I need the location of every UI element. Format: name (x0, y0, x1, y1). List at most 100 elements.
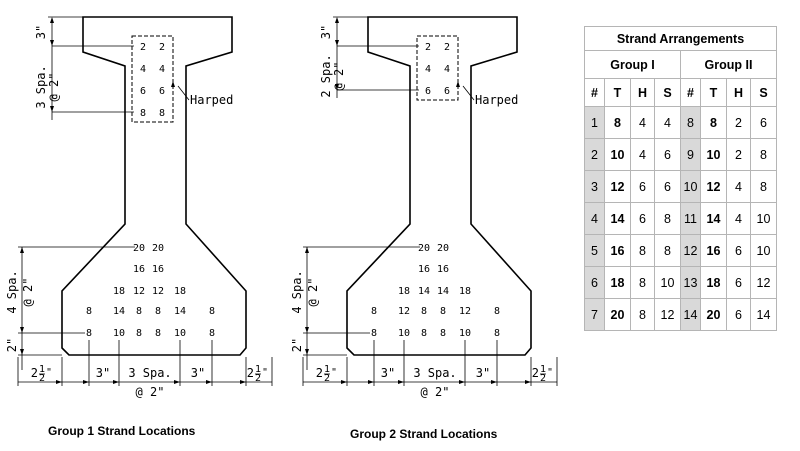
table-cell: 6 (654, 138, 681, 171)
bottom-strand-number: 8 (421, 328, 427, 339)
table-cell: 6 (630, 170, 655, 203)
table-cell: 14 (700, 202, 727, 235)
bottom-strand-number: 14 (174, 306, 186, 317)
arrow-icon (305, 327, 309, 333)
table-cell: 12 (604, 170, 631, 203)
dim-numerator: 1 (39, 364, 45, 375)
table-cell: 4 (584, 202, 605, 235)
column-header: T (604, 78, 631, 107)
harped-strand-number: 4 (140, 64, 146, 75)
bottom-strand-number: 8 (209, 328, 215, 339)
bottom-strand-number: 20 (133, 243, 145, 254)
bottom-strand-number: 12 (398, 306, 410, 317)
arrow-icon (398, 380, 404, 384)
harped-strand-number: 8 (140, 108, 146, 119)
bottom-strand-number: 12 (152, 286, 164, 297)
table-cell: 6 (726, 234, 751, 267)
column-header: S (654, 78, 681, 107)
harped-strand-number: 6 (425, 86, 431, 97)
table-cell: 18 (700, 266, 727, 299)
table-cell: 8 (604, 106, 631, 139)
gap-dimension-right: 3" (191, 366, 205, 380)
arrow-icon (20, 327, 24, 333)
table-cell: 8 (630, 234, 655, 267)
arrow-icon (368, 380, 374, 384)
column-header: # (584, 78, 605, 107)
bottom-strand-number: 14 (437, 286, 449, 297)
top-dimension: 3" (319, 25, 333, 39)
arrow-icon (50, 106, 54, 112)
table-cell: 10 (700, 138, 727, 171)
bottom-strand-number: 18 (174, 286, 186, 297)
harped-strand-number: 2 (444, 42, 450, 53)
vertical-spacing-at: @ 2" (306, 278, 320, 307)
arrow-icon (174, 380, 180, 384)
table-cell: 12 (700, 170, 727, 203)
bottom-strand-number: 8 (155, 328, 161, 339)
harped-spacing-label: 3 Spa. (34, 65, 48, 108)
table-cell: 20 (604, 298, 631, 331)
arrow-icon (50, 17, 54, 23)
table-cell: 10 (604, 138, 631, 171)
group-1-header: Group I (584, 50, 681, 79)
harped-strand-number: 8 (159, 108, 165, 119)
harped-label: Harped (475, 93, 518, 107)
harped-strand-number: 2 (140, 42, 146, 53)
dim-whole: 2 (532, 366, 539, 380)
table-cell: 16 (604, 234, 631, 267)
table-cell: 14 (750, 298, 777, 331)
dim-denominator: 2 (255, 373, 261, 384)
table-cell: 8 (700, 106, 727, 139)
bottom-strand-number: 16 (133, 264, 145, 275)
table-cell: 18 (604, 266, 631, 299)
table-cell: 4 (630, 138, 655, 171)
table-cell: 2 (726, 106, 751, 139)
arrow-icon (56, 380, 62, 384)
table-cell: 10 (750, 234, 777, 267)
table-cell: 20 (700, 298, 727, 331)
table-cell: 13 (680, 266, 701, 299)
table-cell: 12 (750, 266, 777, 299)
bottom-strand-number: 16 (418, 264, 430, 275)
harped-strand-number: 4 (425, 64, 431, 75)
bottom-strand-number: 10 (459, 328, 471, 339)
column-header: # (680, 78, 701, 107)
arrow-icon (171, 81, 175, 87)
table-cell: 8 (654, 202, 681, 235)
bottom-strand-number: 8 (440, 306, 446, 317)
bottom-strand-number: 20 (152, 243, 164, 254)
bottom-strand-number: 8 (494, 306, 500, 317)
table-cell: 4 (654, 106, 681, 139)
bottom-strand-number: 8 (371, 306, 377, 317)
arrow-icon (305, 349, 309, 355)
arrow-icon (240, 380, 246, 384)
arrow-icon (20, 349, 24, 355)
bottom-strand-number: 16 (152, 264, 164, 275)
dim-numerator: 1 (255, 364, 261, 375)
table-cell: 10 (680, 170, 701, 203)
table-cell: 8 (750, 170, 777, 203)
bottom-strand-number: 8 (136, 306, 142, 317)
bottom-strand-number: 8 (86, 328, 92, 339)
bottom-strand-number: 8 (440, 328, 446, 339)
table-cell: 8 (630, 298, 655, 331)
dim-inch: " (262, 367, 268, 378)
dim-inch: " (46, 367, 52, 378)
vertical-spacing-label: 4 Spa. (290, 270, 304, 313)
dim-numerator: 1 (324, 364, 330, 375)
arrow-icon (20, 247, 24, 253)
bottom-strand-number: 8 (421, 306, 427, 317)
table-cell: 14 (604, 202, 631, 235)
dim-whole: 2 (316, 366, 323, 380)
arrow-icon (491, 380, 497, 384)
table-cell: 9 (680, 138, 701, 171)
girder-outline (346, 16, 532, 356)
